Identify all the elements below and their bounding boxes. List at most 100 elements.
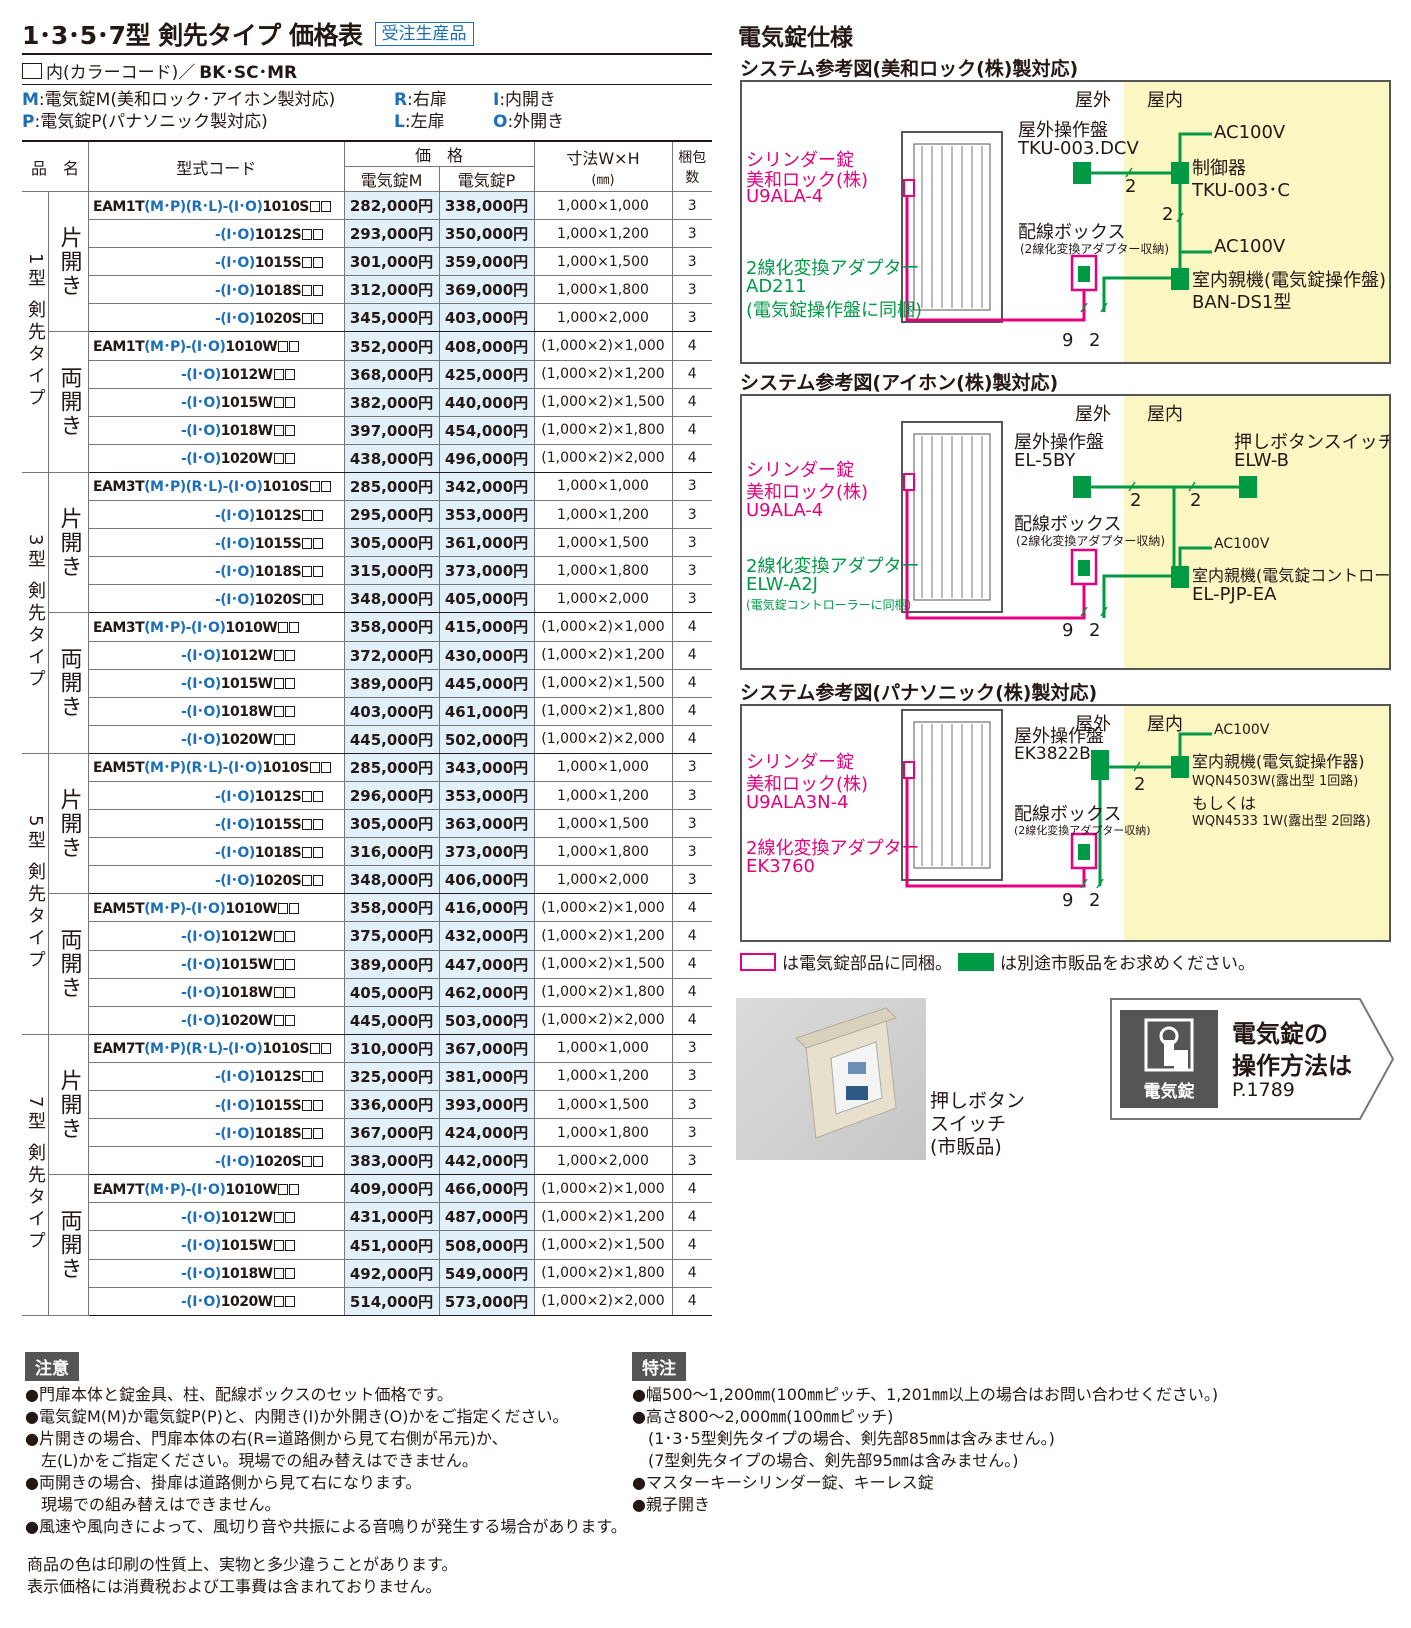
color-code-box-icon: [289, 902, 300, 914]
code-part: -(I･O): [215, 254, 255, 271]
model-code: -(I･O)1018W: [88, 1259, 345, 1288]
price-electric-lock-p: 461,000円: [439, 697, 535, 726]
package-count: 4: [672, 331, 712, 361]
price-electric-lock-p: 502,000円: [439, 725, 535, 754]
price-electric-lock-m: 445,000円: [344, 725, 440, 754]
operation-reference: 電気錠 電気錠の操作方法は P.1789: [1110, 998, 1394, 1120]
header-price-p: 電気錠P: [439, 166, 535, 192]
sys3-num-c: 2: [1089, 890, 1101, 911]
code-part: 1010S: [262, 198, 309, 215]
code-part: -(I･O): [181, 648, 221, 665]
price-electric-lock-p: 350,000円: [439, 219, 535, 249]
color-code-box-icon: [309, 1043, 320, 1055]
color-code-box-icon: [302, 846, 313, 858]
opening-type: 片開き: [48, 1034, 89, 1176]
push-button-switch-icon: [795, 1007, 897, 1139]
package-count: 4: [672, 669, 712, 698]
sys3-main-1: 室内親機(電気錠操作器): [1192, 752, 1365, 771]
color-code-box-icon: [273, 987, 284, 999]
sys1-cylinder-1: シリンダー錠: [746, 150, 854, 171]
color-code-box-icon: [313, 790, 324, 802]
note-item: ●幅500～1,200㎜(100㎜ピッチ、1,201㎜以上の場合はお問い合わせく…: [632, 1385, 1219, 1404]
color-code-box-icon: [284, 650, 295, 662]
color-code-box-icon: [284, 959, 295, 971]
price-electric-lock-m: 305,000円: [344, 528, 440, 558]
size-cell: 1,000×1,500: [534, 528, 673, 558]
model-code: -(I･O)1020W: [88, 444, 345, 473]
size-cell: (1,000×2)×1,200: [534, 641, 673, 670]
opening-type: 両開き: [48, 331, 89, 473]
size-cell: 1,000×1,000: [534, 191, 673, 221]
color-code-box-icon: [284, 678, 295, 690]
code-part: -(I･O): [185, 900, 226, 917]
sys3-outdoor-panel-1: 屋外操作盤: [1014, 726, 1104, 747]
model-code: -(I･O)1018S: [88, 837, 345, 867]
model-code: -(I･O)1015S: [88, 1090, 345, 1120]
size-cell: (1,000×2)×2,000: [534, 444, 673, 473]
package-count: 3: [672, 865, 712, 895]
code-part: 1020W: [220, 451, 273, 468]
size-cell: (1,000×2)×1,800: [534, 697, 673, 726]
color-code-box-icon: [284, 425, 295, 437]
note-item: 現場での組み替えはできません。: [25, 1495, 281, 1514]
price-electric-lock-p: 381,000円: [439, 1062, 535, 1092]
model-code: -(I･O)1012S: [88, 219, 345, 249]
sys2-box-1: 配線ボックス: [1014, 514, 1122, 535]
package-count: 3: [672, 191, 712, 221]
code-part: 1020S: [254, 1153, 302, 1170]
price-electric-lock-p: 415,000円: [439, 612, 535, 642]
code-part: -(I･O): [215, 872, 255, 889]
sys3-ac: AC100V: [1214, 722, 1270, 738]
code-part: -(I･O): [222, 1041, 263, 1058]
price-electric-lock-m: 348,000円: [344, 584, 440, 614]
code-part: 1015W: [220, 676, 273, 693]
color-code-box-icon: [313, 1127, 324, 1139]
model-code: -(I･O)1012S: [88, 781, 345, 811]
legend-l-text: :左扉: [404, 112, 445, 132]
color-code-box-icon: [284, 397, 295, 409]
sys2-cylinder-1: シリンダー錠: [746, 460, 854, 481]
color-code-box-icon: [309, 481, 320, 493]
size-cell: 1,000×1,200: [534, 500, 673, 530]
package-count: 3: [672, 472, 712, 502]
color-code-box-icon: [273, 959, 284, 971]
model-code: -(I･O)1018S: [88, 556, 345, 586]
code-part: -(I･O): [222, 198, 263, 215]
sys3-num-a: 2: [1134, 774, 1146, 795]
sys1-ac-1: AC100V: [1214, 122, 1286, 143]
size-cell: 1,000×1,800: [534, 556, 673, 586]
color-code-box-icon: [302, 593, 313, 605]
color-code-box-icon: [313, 256, 324, 268]
color-code-box-icon: [302, 312, 313, 324]
model-code: -(I･O)1020S: [88, 1146, 345, 1176]
size-cell: (1,000×2)×1,200: [534, 360, 673, 389]
model-code: -(I･O)1018W: [88, 697, 345, 726]
notes-heading: 注意: [25, 1352, 79, 1381]
code-part: -(I･O): [185, 1181, 226, 1198]
code-part: -(I･O): [222, 760, 263, 777]
code-part: -(I･O): [181, 676, 221, 693]
package-count: 4: [672, 416, 712, 445]
code-part: (M･P): [144, 900, 186, 917]
model-code: -(I･O)1015S: [88, 247, 345, 277]
color-code-box-icon: [320, 481, 331, 493]
color-code-box-icon: [278, 341, 289, 353]
sys1-outdoor-panel-2: TKU-003.DCV: [1018, 138, 1139, 159]
price-electric-lock-m: 383,000円: [344, 1146, 440, 1176]
size-cell: 1,000×1,200: [534, 219, 673, 249]
code-part: 1018S: [254, 1125, 302, 1142]
price-electric-lock-p: 403,000円: [439, 303, 535, 333]
price-electric-lock-m: 352,000円: [344, 331, 440, 361]
sys1-adapter-2: AD211: [746, 276, 807, 297]
package-count: 3: [672, 584, 712, 614]
code-legend: M:電気錠M(美和ロック･アイホン製対応) R:右扉 I:内開き P:電気錠P(…: [22, 89, 712, 133]
sys1-num-c: 2: [1089, 330, 1101, 351]
